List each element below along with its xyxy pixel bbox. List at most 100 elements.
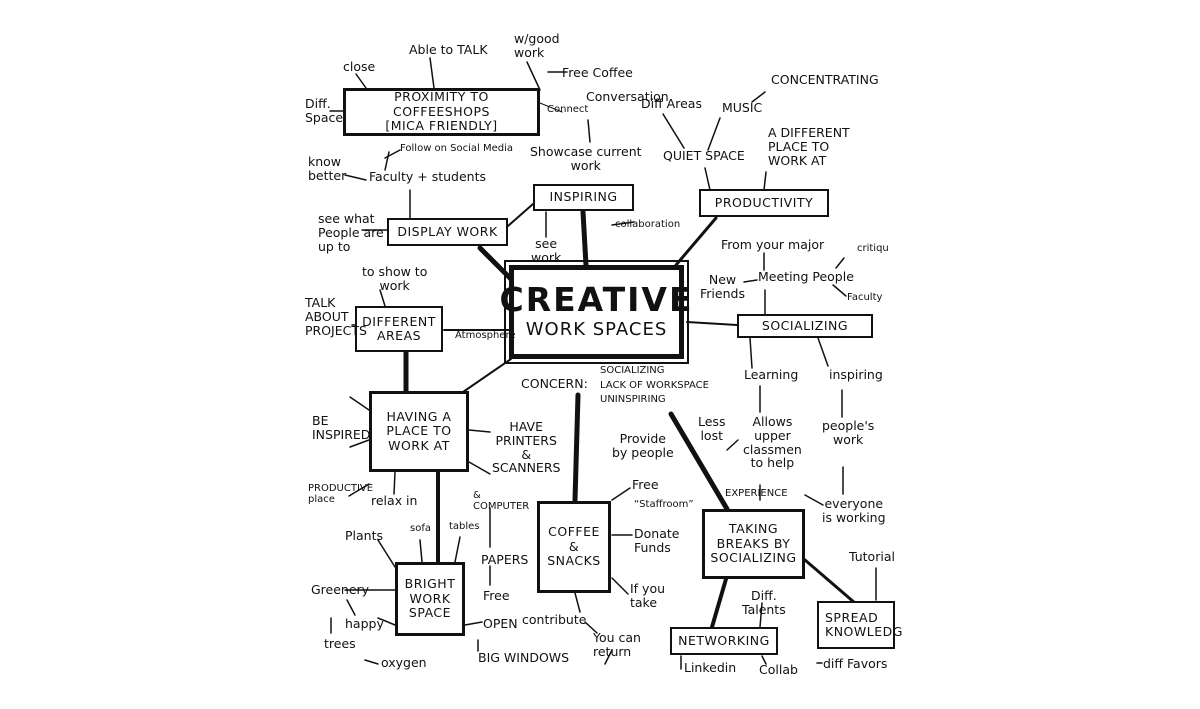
connector-line xyxy=(707,117,721,151)
node-taking-breaks: TAKING BREAKS BY SOCIALIZING xyxy=(702,509,805,579)
connector-line xyxy=(662,113,685,149)
connector-line xyxy=(611,221,635,226)
connector-line xyxy=(686,321,738,326)
label-diff-space-1: Diff. xyxy=(305,96,331,111)
label-concern: CONCERN: xyxy=(521,376,588,391)
label-diff-areas: Diff Areas xyxy=(641,96,702,111)
node-spread-line1: SPREAD xyxy=(825,609,879,625)
label-allows-1: Allows xyxy=(752,414,793,429)
label-collaboration: collaboration xyxy=(615,219,681,230)
connector-line xyxy=(749,337,753,369)
connector-line xyxy=(429,57,435,89)
node-bright-work-space: BRIGHT WORK SPACE xyxy=(395,562,465,636)
connector-line xyxy=(604,649,613,665)
node-place-to-work-line2: PLACE TO xyxy=(386,423,452,439)
label-concern-item-3: UNINSPIRING xyxy=(600,394,666,405)
label-faculty-students: Faculty + students xyxy=(369,169,486,184)
node-spread-knowledge: SPREAD KNOWLEDG xyxy=(817,601,902,649)
node-spread-line2: KNOWLEDG xyxy=(825,624,903,639)
label-music: MUSIC xyxy=(722,100,763,115)
connector-line xyxy=(349,439,370,448)
connector-line xyxy=(726,439,739,451)
label-you-can-return: You can return xyxy=(593,631,641,659)
label-provide: Provide by people xyxy=(612,432,674,460)
central-subtitle: WORK SPACES xyxy=(525,319,668,341)
connector-line xyxy=(611,487,631,501)
label-oxygen: oxygen xyxy=(381,655,427,670)
label-meeting-people: Meeting People xyxy=(758,269,854,284)
label-conversation: Conversation xyxy=(586,89,669,104)
label-different-place-1: A DIFFERENT xyxy=(768,125,850,140)
label-productive-place: PRODUCTIVE place xyxy=(308,483,373,505)
connector-line xyxy=(710,577,728,629)
label-w-good-work-1: w/good xyxy=(514,31,560,46)
label-know-better: know better xyxy=(308,155,346,183)
node-coffee-snacks-line2: & xyxy=(568,538,580,554)
label-tutorial: Tutorial xyxy=(849,549,895,564)
label-productive-place-2: place xyxy=(308,494,335,505)
connector-line xyxy=(464,621,483,626)
node-networking-label: NETWORKING xyxy=(678,632,770,648)
label-see-what-3: up to xyxy=(318,238,351,254)
label-new-friends-2: Friends xyxy=(700,285,745,301)
label-if-you-take: If you take xyxy=(630,582,665,610)
node-taking-breaks-line3: SOCIALIZING xyxy=(710,550,797,566)
label-everyone-2: is working xyxy=(822,509,886,525)
label-be-inspired-2: INSPIRED xyxy=(312,426,371,442)
label-big-windows: BIG WINDOWS xyxy=(478,650,570,665)
label-greenery: Greenery xyxy=(311,582,370,597)
label-free-coffee: Free Coffee xyxy=(562,65,633,80)
central-node: CREATIVE WORK SPACES xyxy=(499,260,692,364)
node-networking: NETWORKING xyxy=(670,627,778,655)
label-different-place-3: WORK AT xyxy=(768,152,827,168)
label-provide-2: by people xyxy=(612,444,674,460)
label-collab: Collab xyxy=(759,662,798,677)
label-see-what-2: People are xyxy=(318,224,384,240)
label-experience: EXPERIENCE xyxy=(725,488,788,499)
node-proximity-coffeeshops-line1: PROXIMITY TO COFFEESHOPS xyxy=(393,89,490,119)
connector-line xyxy=(355,73,367,89)
label-donate: Donate Funds xyxy=(634,527,679,555)
label-diff-favors: diff Favors xyxy=(823,656,888,671)
label-talk-about-3: PROJECTS xyxy=(305,322,367,338)
label-talk-about-1: TALK xyxy=(305,295,336,310)
label-connect: Connect xyxy=(547,104,589,115)
node-proximity-coffeeshops: PROXIMITY TO COFFEESHOPS [MICA FRIENDLY] xyxy=(343,88,540,136)
label-you-can-return-1: You can xyxy=(593,630,641,645)
label-sofa: sofa xyxy=(410,523,431,534)
connector-line xyxy=(751,91,766,103)
node-place-to-work: HAVING A PLACE TO WORK AT xyxy=(369,391,469,472)
label-diff-talents-2: Talents xyxy=(742,601,786,617)
label-tables: tables xyxy=(449,521,480,532)
label-plants: Plants xyxy=(345,528,384,543)
connector-line xyxy=(817,337,829,367)
label-trees: trees xyxy=(324,636,356,651)
label-diff-talents-1: Diff. xyxy=(751,588,777,603)
label-allows-4: to help xyxy=(750,455,795,471)
connector-line xyxy=(379,289,386,307)
label-amp-computer: & COMPUTER xyxy=(473,490,529,512)
label-talk-about: TALK ABOUT PROJECTS xyxy=(305,296,367,337)
connector-line xyxy=(763,171,767,191)
label-be-inspired-1: BE xyxy=(312,413,329,428)
connector-line xyxy=(384,149,401,159)
label-linkedin: Linkedin xyxy=(684,660,737,675)
connector-line xyxy=(349,396,370,411)
label-inspiring: inspiring xyxy=(829,367,883,382)
label-contribute: contribute xyxy=(522,612,587,627)
label-new-friends: New Friends xyxy=(700,273,745,301)
node-different-areas: DIFFERENT AREAS xyxy=(355,306,443,352)
label-able-to-talk: Able to TALK xyxy=(409,42,488,57)
connector-line xyxy=(526,61,541,91)
label-w-good-work: w/good work xyxy=(514,32,560,60)
node-proximity-coffeeshops-line2: [MICA FRIENDLY] xyxy=(385,118,498,134)
connector-line xyxy=(674,216,718,267)
node-taking-breaks-line1: TAKING xyxy=(728,521,779,537)
node-coffee-snacks: COFFEE & SNACKS xyxy=(537,501,611,593)
connector-line xyxy=(507,203,534,227)
connector-line xyxy=(419,539,423,563)
connector-line xyxy=(384,151,390,171)
label-everyone: everyone is working xyxy=(822,497,886,525)
connector-line xyxy=(761,655,767,665)
